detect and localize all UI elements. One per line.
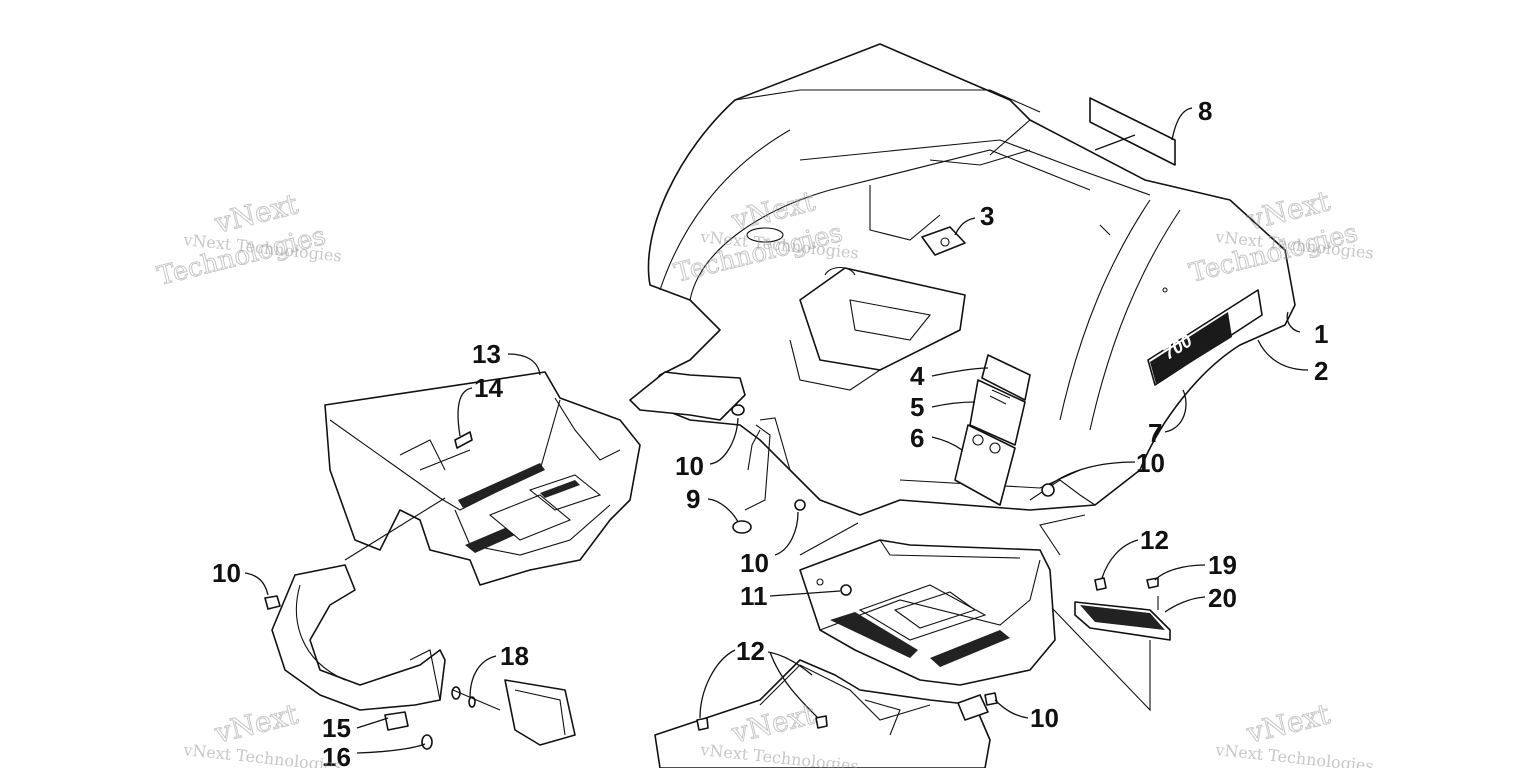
watermark-top-text: vNext [211,697,302,750]
callout-20: 20 [1208,583,1237,613]
callout-7: 7 [1148,418,1162,448]
callout-10-left: 10 [212,558,241,588]
watermark-small-text: vNext Technologies [1214,740,1375,768]
callout-18: 18 [500,641,529,671]
callout-12-lower: 12 [736,636,765,666]
callout-9: 9 [686,484,700,514]
callout-19: 19 [1208,550,1237,580]
left-footwell [324,371,641,586]
callout-3: 3 [980,201,994,231]
warning-labels [954,354,1031,506]
right-footwell [799,539,1056,686]
callout-10-left-seat: 10 [675,451,704,481]
callout-5: 5 [910,392,924,422]
callout-8: 8 [1198,96,1212,126]
callout-10-fender-right: 10 [1136,448,1165,478]
assembly-lines [344,424,1159,712]
watermark-top-left: vNext vNext Technologies Technologies [154,187,343,293]
watermark-top-text: vNext [1243,697,1334,750]
callout-numbers: 1 2 3 4 5 6 7 8 9 10 10 10 10 10 11 12 1… [212,96,1328,768]
callout-16: 16 [322,742,351,768]
callout-6: 6 [910,423,924,453]
callout-13: 13 [472,339,501,369]
callout-11: 11 [740,581,768,611]
callout-12-right: 12 [1140,525,1169,555]
callout-2: 2 [1314,356,1328,386]
callout-14: 14 [474,373,503,403]
callout-10-lower-right: 10 [1030,703,1059,733]
rear-fender-body [629,43,1296,516]
decal-strip [1089,97,1176,166]
callout-leaders [244,107,1309,754]
callout-1: 1 [1314,319,1328,349]
footrest-bracket [1074,601,1171,641]
left-mudguard [271,564,576,746]
callout-10-center: 10 [740,548,769,578]
decal-warning-small [921,226,966,256]
watermark-small-text: vNext Technologies [182,740,343,768]
front-fender-lower [654,659,991,768]
watermark-bottom-left: vNext vNext Technologies [182,697,343,768]
watermark-bottom-right: vNext vNext Technologies [1214,697,1375,768]
callout-15: 15 [322,713,351,743]
callout-4: 4 [910,361,925,391]
